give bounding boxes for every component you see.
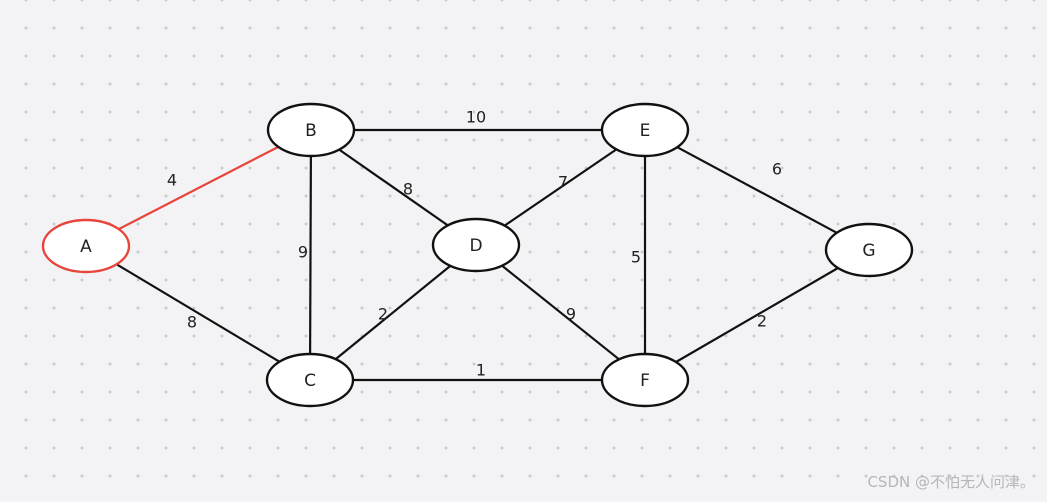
edge-e-g (676, 146, 838, 234)
node-g-ellipse (824, 222, 914, 278)
node-e-ellipse (600, 102, 690, 158)
node-b-ellipse (266, 102, 356, 158)
edge-weight-a-b: 4 (167, 171, 177, 190)
csdn-watermark: CSDN @不怕无人问津。 (867, 473, 1035, 491)
node-a-label: A (80, 237, 92, 257)
edge-c-d (335, 265, 451, 360)
edge-b-d (338, 148, 449, 227)
node-c-label: C (304, 371, 316, 391)
edge-weight-a-c: 8 (187, 313, 197, 332)
edge-weight-b-d: 8 (403, 180, 413, 199)
edge-d-e (503, 148, 618, 227)
node-a: A (41, 218, 131, 274)
node-d-ellipse (431, 217, 521, 273)
edge-weight-f-g: 2 (757, 312, 767, 331)
node-f: F (600, 352, 690, 408)
node-f-label: F (640, 371, 650, 391)
node-d-label: D (469, 236, 482, 256)
node-e: E (600, 102, 690, 158)
edge-weight-e-f: 5 (631, 248, 641, 267)
nodes-layer: A B C D E F G (41, 102, 914, 408)
edge-weight-b-e: 10 (466, 108, 486, 127)
edge-weight-c-f: 1 (476, 361, 486, 380)
edge-a-c (116, 263, 280, 363)
edge-d-f (501, 264, 620, 361)
edge-a-b (118, 145, 279, 231)
node-g: G (824, 222, 914, 278)
node-f-ellipse (600, 352, 690, 408)
edge-b-c (309, 155, 312, 355)
node-b: B (266, 102, 356, 158)
node-e-label: E (640, 121, 651, 141)
edge-weight-d-e: 7 (558, 173, 568, 192)
node-d: D (431, 217, 521, 273)
edge-f-g (675, 267, 839, 363)
node-a-ellipse (41, 218, 131, 274)
edge-weight-d-f: 9 (566, 305, 576, 324)
node-c-ellipse (265, 352, 355, 408)
edge-weight-e-g: 6 (772, 160, 782, 179)
node-c: C (265, 352, 355, 408)
edge-weight-b-c: 9 (298, 243, 308, 262)
edge-weight-c-d: 2 (378, 305, 388, 324)
edge-weights-layer: 4 8 9 8 10 2 1 7 9 5 6 2 (167, 108, 782, 380)
edges-layer (116, 128, 839, 382)
node-b-label: B (305, 121, 317, 141)
node-g-label: G (862, 241, 875, 261)
